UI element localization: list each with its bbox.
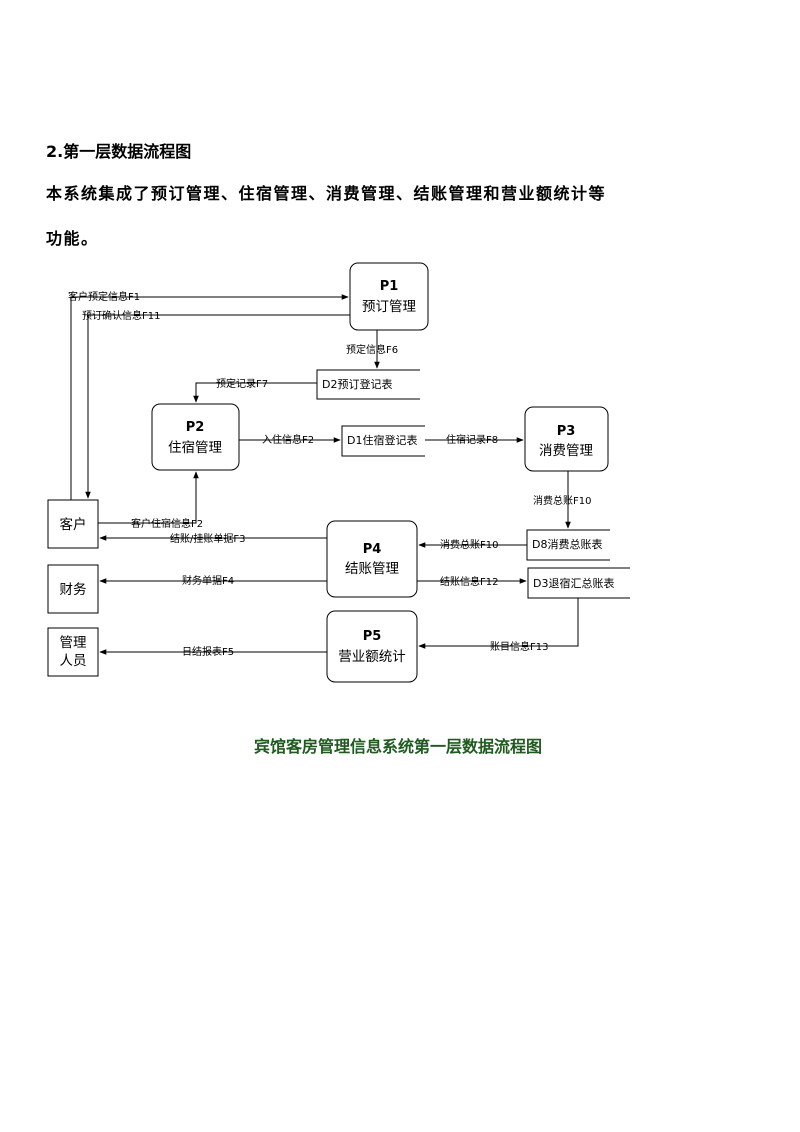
entity-customer-label: 客户	[60, 516, 87, 533]
intro-line-1: 本系统集成了预订管理、住宿管理、消费管理、结账管理和营业额统计等	[46, 184, 607, 203]
flow-f8: 住宿记录F8	[425, 433, 524, 446]
store-d8: D8消费总账表	[526, 529, 610, 561]
flow-f8-label: 住宿记录F8	[446, 433, 498, 446]
flow-f1-label: 客户预定信息F1	[68, 290, 140, 303]
flow-f5-label: 日结报表F5	[182, 645, 234, 658]
flow-f3-label: 结账/挂账单据F3	[170, 532, 245, 545]
flow-f5: 日结报表F5	[99, 645, 327, 658]
flow-f13-label: 账目信息F13	[490, 640, 548, 653]
section-heading: 2.第一层数据流程图	[46, 142, 192, 161]
flow-f2-in-label: 入住信息F2	[262, 433, 314, 446]
store-d8-label: D8消费总账表	[532, 537, 602, 551]
store-d2-label: D2预订登记表	[322, 377, 392, 391]
entity-customer: 客户	[47, 499, 99, 549]
store-d3: D3退宿汇总账表	[527, 567, 630, 599]
entity-manager-label-2: 人员	[60, 653, 87, 669]
flow-f10-down: 消费总账F10	[533, 471, 591, 529]
process-p2-name: 住宿管理	[168, 439, 222, 456]
flow-f11-label: 预订确认信息F11	[82, 309, 160, 322]
flow-f12: 结账信息F12	[417, 575, 527, 588]
flow-f2-in: 入住信息F2	[239, 433, 341, 446]
flow-f10-left-label: 消费总账F10	[440, 538, 498, 551]
flow-f6-label: 预定信息F6	[346, 343, 398, 356]
flow-f6: 预定信息F6	[346, 330, 398, 369]
process-p5-name: 营业额统计	[338, 649, 406, 665]
store-d3-label: D3退宿汇总账表	[533, 576, 614, 590]
flow-f10-left: 消费总账F10	[418, 538, 527, 551]
flow-f7-label: 预定记录F7	[216, 377, 268, 390]
store-d2: D2预订登记表	[316, 369, 420, 400]
flow-f2-customer-label: 客户住宿信息F2	[131, 517, 203, 530]
store-d1: D1住宿登记表	[341, 425, 425, 457]
flow-f13: 账目信息F13	[418, 598, 579, 653]
process-p4-name: 结账管理	[345, 561, 399, 577]
process-p1: P1 预订管理	[349, 262, 429, 331]
process-p1-id: P1	[380, 279, 399, 294]
process-p3-name: 消费管理	[539, 443, 593, 459]
store-d1-label: D1住宿登记表	[347, 433, 417, 447]
process-p2: P2 住宿管理	[151, 403, 240, 471]
diagram-caption: 宾馆客房管理信息系统第一层数据流程图	[254, 737, 542, 756]
flow-f4-label: 财务单据F4	[182, 574, 234, 587]
entity-manager-label-1: 管理	[60, 635, 87, 651]
flow-f7: 预定记录F7	[193, 377, 317, 403]
flow-f12-label: 结账信息F12	[440, 575, 498, 588]
process-p5-id: P5	[363, 629, 382, 644]
intro-line-2: 功能。	[46, 229, 99, 248]
process-p5: P5 营业额统计	[326, 610, 418, 683]
flow-f4: 财务单据F4	[99, 574, 327, 587]
process-p1-name: 预订管理	[362, 299, 416, 315]
flow-f1: 客户预定信息F1	[68, 290, 349, 500]
process-p4-id: P4	[363, 542, 382, 557]
flow-f11: 预订确认信息F11	[82, 309, 350, 499]
flow-f10-down-label: 消费总账F10	[533, 494, 591, 507]
flow-f2-customer: 客户住宿信息F2	[98, 471, 203, 530]
entity-manager: 管理 人员	[47, 627, 99, 677]
entity-finance: 财务	[47, 564, 99, 614]
flow-f3: 结账/挂账单据F3	[99, 532, 327, 545]
entity-finance-label: 财务	[60, 582, 87, 598]
process-p3-id: P3	[557, 424, 576, 439]
process-p3: P3 消费管理	[524, 406, 609, 472]
process-p4: P4 结账管理	[326, 520, 418, 598]
process-p2-id: P2	[186, 420, 205, 435]
